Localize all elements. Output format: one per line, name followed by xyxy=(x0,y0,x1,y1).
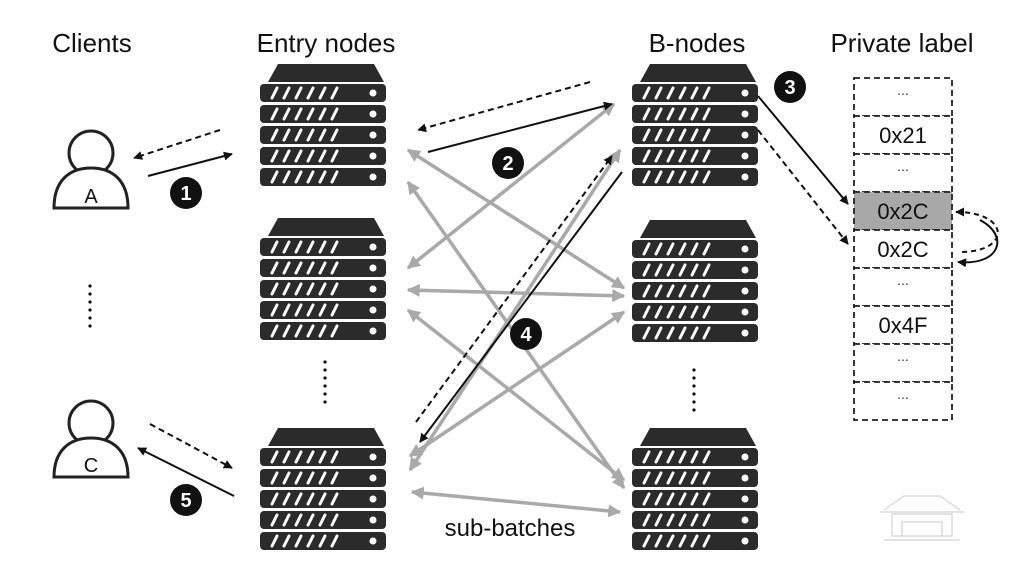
grey-arrow xyxy=(406,283,626,303)
solid-arrow xyxy=(147,151,233,177)
dashed-arrow xyxy=(133,129,221,160)
entry-nodes-ellipsis xyxy=(323,360,327,404)
svg-text:1: 1 xyxy=(180,183,191,205)
header-b-nodes: B-nodes xyxy=(649,28,746,58)
label-cell-text: 0x4F xyxy=(879,313,928,338)
label-cell xyxy=(853,381,953,421)
entry-node-server-icon xyxy=(258,62,388,188)
solid-arrow xyxy=(427,101,613,153)
clients-ellipsis xyxy=(88,284,92,328)
step-badge-4: 4 xyxy=(510,318,542,350)
label-cell xyxy=(853,191,953,231)
b-node-server-icon xyxy=(630,426,760,552)
label-cell xyxy=(853,343,953,383)
client-a-label: A xyxy=(84,186,98,208)
building-watermark xyxy=(880,495,964,541)
entry-node-server-icon xyxy=(258,426,388,552)
grey-arrow xyxy=(410,486,622,518)
label-cell-text: ... xyxy=(897,386,909,402)
solid-arrow xyxy=(757,95,849,205)
flow-arrows xyxy=(133,81,999,497)
b-node-server-icon xyxy=(630,218,760,344)
svg-text:2: 2 xyxy=(502,153,513,175)
dashed-arrow xyxy=(757,129,849,245)
label-cell-text: ... xyxy=(897,348,909,364)
sub-batches-label: sub-batches xyxy=(445,515,576,542)
user-icon-client-c: C xyxy=(52,399,130,479)
step-badge-1: 1 xyxy=(170,177,202,209)
header-entry-nodes: Entry nodes xyxy=(257,28,396,58)
header-private-label: Private label xyxy=(830,28,973,58)
label-cell-text: ... xyxy=(897,158,909,174)
step-badge-3: 3 xyxy=(774,71,806,103)
grey-arrow xyxy=(408,148,622,472)
svg-text:4: 4 xyxy=(520,324,532,346)
private-label-table: ... 0x21... 0x2C 0x2C... 0x4F...... xyxy=(853,77,953,421)
svg-text:3: 3 xyxy=(784,77,795,99)
client-c-label: C xyxy=(84,455,98,477)
solid-arrow xyxy=(419,171,623,443)
step-badge-5: 5 xyxy=(170,484,202,516)
b-nodes-ellipsis xyxy=(692,368,696,412)
label-cell-text: 0x21 xyxy=(879,123,927,148)
user-icon-client-a: A xyxy=(52,129,130,210)
svg-text:5: 5 xyxy=(180,490,191,512)
label-cell-text: ... xyxy=(897,272,909,288)
entry-node-server-icon xyxy=(258,216,388,342)
solid-arrow xyxy=(137,447,235,497)
dashed-arrow xyxy=(415,155,613,423)
dashed-arrow xyxy=(149,423,233,469)
label-cell-text: 0x2C xyxy=(877,237,928,262)
label-cell xyxy=(853,77,953,117)
sub-batch-arrows xyxy=(406,102,626,518)
swap-arrow-dashed xyxy=(955,207,999,253)
label-cell-text: ... xyxy=(897,82,909,98)
swap-arrow-solid xyxy=(957,219,999,268)
step-badge-2: 2 xyxy=(492,147,524,179)
grey-arrow xyxy=(406,102,616,270)
grey-arrow xyxy=(408,310,626,458)
header-clients: Clients xyxy=(52,28,131,58)
b-node-server-icon xyxy=(630,62,760,188)
dashed-arrow xyxy=(417,81,591,133)
label-cell xyxy=(853,115,953,155)
label-cell-text: 0x2C xyxy=(877,199,928,224)
